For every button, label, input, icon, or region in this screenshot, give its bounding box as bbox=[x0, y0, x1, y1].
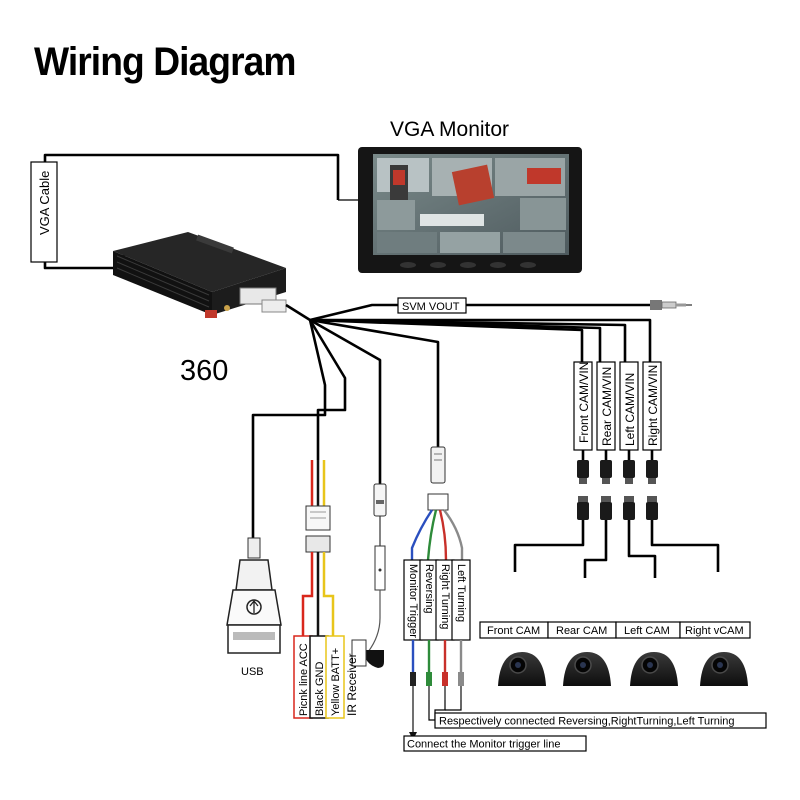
camera-output-labels: Front CAM Rear CAM Left CAM Right vCAM bbox=[479, 621, 751, 639]
vga-monitor bbox=[358, 147, 582, 273]
trigger-label-left: Left Turning bbox=[455, 564, 467, 622]
cameras bbox=[498, 652, 748, 686]
dvr-360-unit bbox=[113, 232, 287, 318]
power-label-gnd: Black GND bbox=[314, 662, 326, 716]
usb-label: USB bbox=[241, 666, 264, 678]
note-connected: Respectively connected Reversing,RightTu… bbox=[434, 712, 767, 729]
ir-receiver bbox=[351, 483, 387, 668]
dvr-label: 360 bbox=[180, 355, 228, 387]
ir-receiver-label: IR Receiver bbox=[345, 653, 359, 716]
cam-input-front: Front CAM/VIN bbox=[577, 362, 591, 443]
power-label-acc: Picnk line ACC bbox=[298, 643, 310, 716]
trigger-harness: Monitor Trigger Reversing Right Turning … bbox=[403, 446, 471, 745]
note-connected-text: Respectively connected Reversing,RightTu… bbox=[439, 716, 735, 728]
page-title: Wiring Diagram bbox=[34, 40, 296, 84]
cam-input-rear: Rear CAM/VIN bbox=[600, 367, 614, 446]
power-label-batt: Yellow BATT+ bbox=[330, 648, 342, 716]
trigger-label-monitor: Monitor Trigger bbox=[407, 564, 419, 638]
camera-right-icon bbox=[700, 652, 748, 686]
cam-output-front: Front CAM bbox=[487, 625, 540, 637]
cam-output-rear: Rear CAM bbox=[556, 625, 607, 637]
vga-cable-label: VGA Cable bbox=[37, 171, 52, 235]
cam-input-right: Right CAM/VIN bbox=[646, 365, 660, 446]
monitor-label: VGA Monitor bbox=[390, 118, 509, 141]
svm-vout-label: SVM VOUT bbox=[402, 301, 460, 313]
cam-input-left: Left CAM/VIN bbox=[623, 373, 637, 446]
camera-front-icon bbox=[498, 652, 546, 686]
trigger-label-reversing: Reversing bbox=[423, 564, 435, 614]
cam-output-right: Right vCAM bbox=[685, 625, 744, 637]
camera-rear-icon bbox=[563, 652, 611, 686]
camera-inputs: Front CAM/VIN Rear CAM/VIN Left CAM/VIN … bbox=[513, 361, 720, 578]
note-monitor: Connect the Monitor trigger line bbox=[403, 735, 587, 752]
vga-cable-box bbox=[30, 161, 58, 263]
cam-input-connectors bbox=[577, 450, 658, 520]
usb-connector bbox=[226, 537, 282, 654]
power-harness: Picnk line ACC Black GND Yellow BATT+ bbox=[293, 460, 345, 719]
svm-vout: SVM VOUT bbox=[397, 297, 692, 314]
note-monitor-text: Connect the Monitor trigger line bbox=[407, 739, 560, 751]
trigger-label-right: Right Turning bbox=[439, 564, 451, 629]
cam-output-left: Left CAM bbox=[624, 625, 670, 637]
camera-left-icon bbox=[630, 652, 678, 686]
harness-bundle bbox=[251, 303, 652, 538]
